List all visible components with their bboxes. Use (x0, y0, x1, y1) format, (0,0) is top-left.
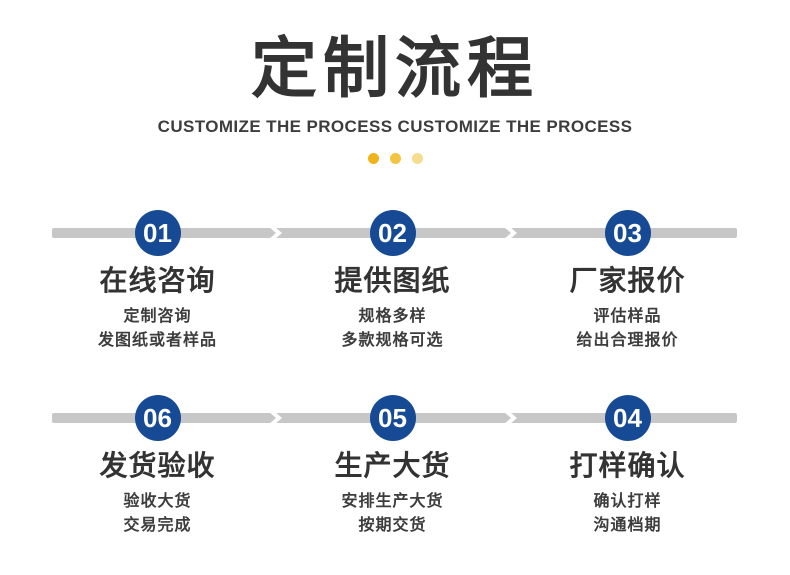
step-description-line: 发图纸或者样品 (97, 332, 217, 349)
step-description-line: 定制咨询 (123, 308, 192, 325)
step-description-line: 交易完成 (123, 517, 192, 534)
step-description-line: 多款规格可选 (341, 332, 444, 349)
step-number-badge: 04 (604, 395, 651, 441)
step-item-06: 06 发货验收 验收大货 交易完成 (40, 395, 275, 538)
step-number-badge: 01 (134, 210, 181, 256)
dot-icon (389, 153, 401, 164)
step-number-badge: 05 (369, 395, 416, 441)
step-title: 在线咨询 (99, 265, 216, 296)
step-title: 生产大货 (334, 450, 451, 481)
page-subtitle: CUSTOMIZE THE PROCESS CUSTOMIZE THE PROC… (157, 117, 633, 136)
step-description-line: 沟通档期 (593, 517, 662, 534)
step-description-line: 按期交货 (358, 517, 427, 534)
step-item-03: 03 厂家报价 评估样品 给出合理报价 (510, 210, 745, 353)
step-description-line: 评估样品 (593, 308, 662, 325)
arrow-right-icon (504, 227, 517, 239)
step-columns: 01 在线咨询 定制咨询 发图纸或者样品 02 提供图纸 规格多样 多款规格可选… (40, 210, 745, 353)
dot-icon (411, 153, 423, 164)
step-item-02: 02 提供图纸 规格多样 多款规格可选 (275, 210, 510, 353)
step-title: 发货验收 (99, 450, 216, 481)
step-number-badge: 03 (604, 210, 651, 256)
arrow-right-icon (269, 227, 282, 239)
step-number-badge: 02 (369, 210, 416, 256)
header: 定制流程 CUSTOMIZE THE PROCESS CUSTOMIZE THE… (0, 30, 790, 164)
step-description-line: 安排生产大货 (341, 493, 444, 510)
step-description-line: 给出合理报价 (576, 332, 679, 349)
step-description-line: 规格多样 (358, 308, 427, 325)
step-description-line: 验收大货 (123, 493, 192, 510)
step-item-05: 05 生产大货 安排生产大货 按期交货 (275, 395, 510, 538)
step-title: 厂家报价 (569, 265, 686, 296)
decorative-dots (0, 153, 790, 164)
process-row-top: 01 在线咨询 定制咨询 发图纸或者样品 02 提供图纸 规格多样 多款规格可选… (40, 210, 745, 353)
arrow-right-icon (269, 412, 282, 424)
step-columns: 06 发货验收 验收大货 交易完成 05 生产大货 安排生产大货 按期交货 04… (40, 395, 745, 538)
step-item-04: 04 打样确认 确认打样 沟通档期 (510, 395, 745, 538)
arrow-right-icon (504, 412, 517, 424)
step-item-01: 01 在线咨询 定制咨询 发图纸或者样品 (40, 210, 275, 353)
process-row-bottom: 06 发货验收 验收大货 交易完成 05 生产大货 安排生产大货 按期交货 04… (40, 395, 745, 538)
step-description-line: 确认打样 (593, 493, 662, 510)
page-title: 定制流程 (251, 31, 539, 105)
dot-icon (367, 153, 379, 164)
step-title: 打样确认 (569, 450, 686, 481)
step-title: 提供图纸 (334, 265, 451, 296)
step-number-badge: 06 (134, 395, 181, 441)
